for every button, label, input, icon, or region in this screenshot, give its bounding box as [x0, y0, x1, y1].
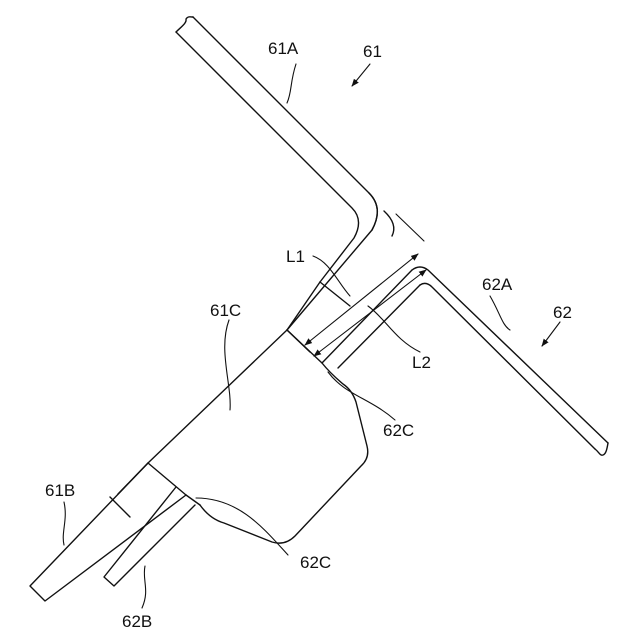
label-61: 61: [363, 42, 382, 61]
label-62c-upper: 62C: [383, 421, 414, 440]
leader-lines: [63, 64, 560, 608]
label-61c: 61C: [210, 301, 241, 320]
member-62b-arm: [104, 487, 200, 586]
label-61b: 61B: [45, 481, 75, 500]
label-61a: 61A: [268, 39, 299, 58]
label-62c-lower: 62C: [300, 553, 331, 572]
member-62a-arm: [322, 267, 608, 455]
label-62: 62: [553, 303, 572, 322]
label-l2: L2: [412, 353, 431, 372]
member-61a-arm: [176, 17, 394, 330]
label-62a: 62A: [482, 275, 513, 294]
label-62b: 62B: [122, 612, 152, 631]
label-l1: L1: [286, 247, 305, 266]
body-61c: [118, 330, 368, 543]
